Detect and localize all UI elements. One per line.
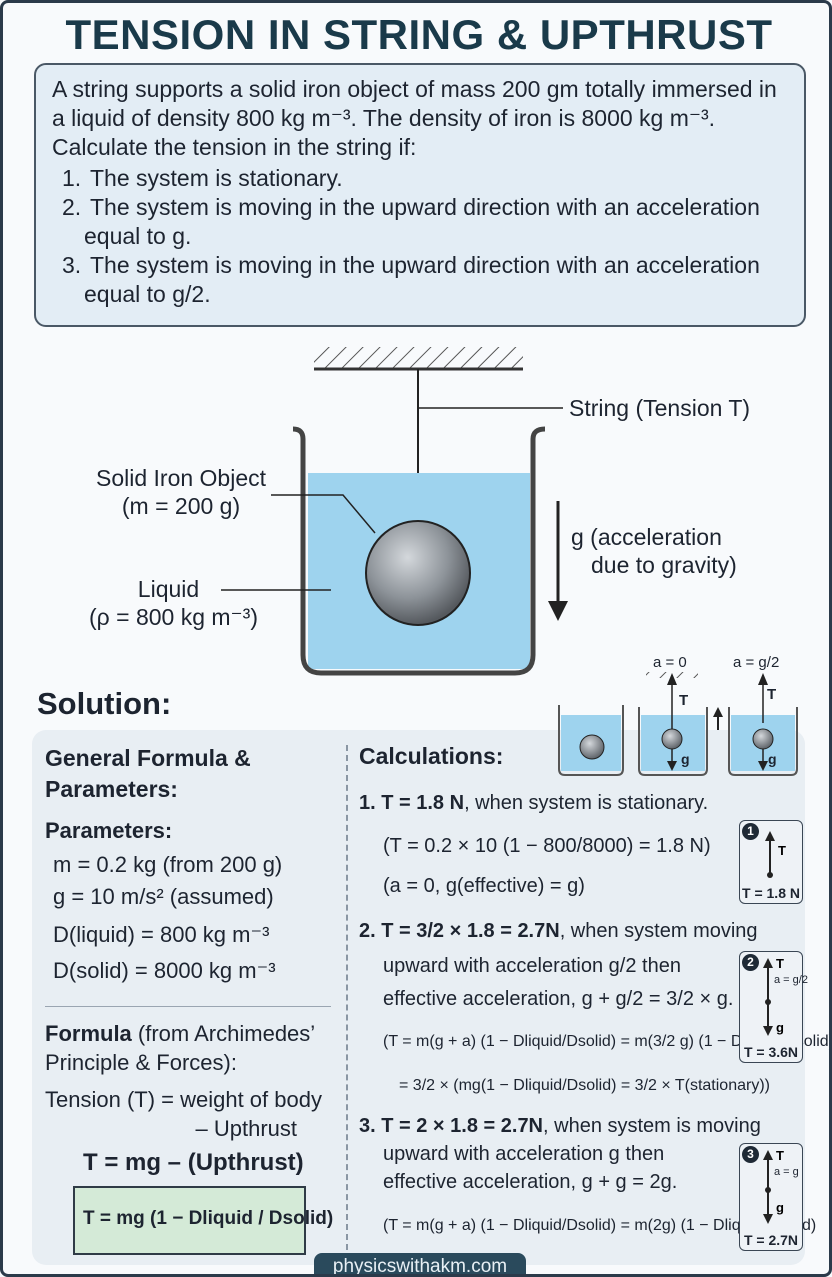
mini-tension-label: T xyxy=(679,692,689,709)
calc-1-condition: , when system is stationary. xyxy=(464,792,709,814)
calc-2-equation-2: = 3/2 × (mg(1 − Dliquid/Dsolid) = 3/2 × … xyxy=(399,1077,770,1094)
item-text: The system is moving in the upward direc… xyxy=(84,194,760,249)
calc-2-equation-1: (T = m(g + a) (1 − Dliquid/Dsolid) = m(3… xyxy=(383,1033,832,1050)
solution-panel xyxy=(32,730,805,1265)
badge-number: 2 xyxy=(742,954,759,971)
mini-gravity-label: g xyxy=(681,751,690,767)
mini-gravity-label: g xyxy=(768,751,777,767)
calc-3-line-2: upward with acceleration g then xyxy=(383,1143,665,1165)
calc-3-equation: (T = m(g + a) (1 − Dliquid/Dsolid) = m(2… xyxy=(383,1217,817,1234)
result-badge-3: 3 T g a = g T = 2.7N xyxy=(739,1143,803,1251)
mini-diagrams-overlay xyxy=(558,723,798,776)
tension-definition-line: Tension (T) = weight of body xyxy=(45,1087,322,1112)
problem-list: 1. The system is stationary. 2. The syst… xyxy=(52,164,788,309)
gravity-label: g (acceleration due to gravity) xyxy=(571,523,737,579)
setup-diagram xyxy=(221,347,798,733)
badge-caption: T = 3.6N xyxy=(743,1044,799,1060)
calc-1-line: 1. T = 1.8 N, when system is stationary. xyxy=(359,790,708,816)
iron-ball xyxy=(365,520,471,626)
calc-3-condition: , when system is moving xyxy=(543,1115,761,1137)
boxed-formula: T = mg (1 − Dliquid / Dsolid) xyxy=(73,1186,333,1255)
problem-item: 2. The system is moving in the upward di… xyxy=(52,193,788,251)
calc-1-result: 1. T = 1.8 N xyxy=(359,792,465,814)
object-label: Solid Iron Object (m = 200 g) xyxy=(81,464,281,520)
string-label: String (Tension T) xyxy=(569,395,751,421)
badge-acceleration: a = g/2 xyxy=(774,974,808,986)
column-divider xyxy=(346,745,348,1250)
calc-2-line: 2. T = 3/2 × 1.8 = 2.7N, when system mov… xyxy=(359,918,758,944)
object-label-line: (m = 200 g) xyxy=(121,493,241,519)
beaker xyxy=(292,426,546,676)
problem-item: 1. The system is stationary. xyxy=(52,164,788,193)
formula-heading-rest: (from Archimedes’ Principle & Forces): xyxy=(45,1021,315,1075)
solution-heading: Solution: xyxy=(37,686,172,721)
boxed-formula-text: T = mg (1 − Dliquid / Dsolid) xyxy=(83,1208,334,1229)
formula-heading: Formula (from Archimedes’ Principle & Fo… xyxy=(45,1019,341,1077)
ceiling-support xyxy=(314,347,523,369)
badge-caption: T = 2.7N xyxy=(743,1232,799,1248)
gravity-label-line: due to gravity) xyxy=(591,552,737,578)
tension-definition-line: – Upthrust xyxy=(195,1116,298,1141)
item-text: The system is stationary. xyxy=(89,165,343,191)
footer-site-link[interactable]: physicswithakm.com xyxy=(314,1253,526,1274)
item-text: The system is moving in the upward direc… xyxy=(84,252,760,307)
calc-2-result: 2. T = 3/2 × 1.8 = 2.7N xyxy=(359,920,560,942)
badge-number: 3 xyxy=(742,1146,759,1163)
left-divider xyxy=(45,1006,331,1007)
force-arrow-icon: T xyxy=(765,831,786,878)
liquid-label-line: (ρ = 800 kg m⁻³) xyxy=(88,604,259,630)
calc-1-note: (a = 0, g(effective) = g) xyxy=(383,875,585,897)
param-density-liquid: D(liquid) = 800 kg m⁻³ xyxy=(53,922,270,947)
badge-number: 1 xyxy=(742,823,759,840)
calc-3-result: 3. T = 2 × 1.8 = 2.7N xyxy=(359,1115,544,1137)
formula-heading-bold: Formula xyxy=(45,1021,132,1046)
force-arrows-icon: T g xyxy=(763,956,784,1036)
tension-short-formula: T = mg – (Upthrust) xyxy=(83,1149,304,1176)
gravity-label-line: g (acceleration xyxy=(571,524,722,550)
calc-3-line-3: effective acceleration, g + g = 2g. xyxy=(383,1171,678,1193)
liquid-label: Liquid (ρ = 800 kg m⁻³) xyxy=(81,575,266,631)
calc-2-line-3: effective acceleration, g + g/2 = 3/2 × … xyxy=(383,988,734,1010)
mini-tension-label: T xyxy=(767,686,777,703)
badge-caption: T = 1.8 N xyxy=(742,885,800,901)
svg-text:T: T xyxy=(776,956,784,971)
force-arrows-icon: T g xyxy=(763,1148,784,1224)
mini-label-ag2: a = g/2 xyxy=(733,654,780,671)
badge-acceleration: a = g xyxy=(774,1166,799,1178)
tension-definition: Tension (T) = weight of body – Upthrust xyxy=(45,1085,341,1143)
general-formula-heading: General Formula & Parameters: xyxy=(45,745,251,802)
item-number: 1. xyxy=(62,165,82,191)
svg-text:T: T xyxy=(778,843,786,858)
problem-statement: A string supports a solid iron object of… xyxy=(52,76,777,160)
svg-text:g: g xyxy=(776,1200,784,1215)
result-badge-2: 2 T g a = g/2 T = 3.6N xyxy=(739,951,808,1063)
svg-text:g: g xyxy=(776,1020,784,1035)
svg-text:T: T xyxy=(776,1148,784,1163)
parameters-heading: Parameters: xyxy=(45,818,173,843)
param-density-solid: D(solid) = 8000 kg m⁻³ xyxy=(53,958,276,983)
object-label-line: Solid Iron Object xyxy=(95,465,267,491)
calc-2-condition: , when system moving xyxy=(559,920,758,942)
problem-box: A string supports a solid iron object of… xyxy=(34,63,806,327)
calc-3-line: 3. T = 2 × 1.8 = 2.7N, when system is mo… xyxy=(359,1113,761,1139)
calc-2-line-2: upward with acceleration g/2 then xyxy=(383,955,681,977)
item-number: 2. xyxy=(62,194,82,220)
item-number: 3. xyxy=(62,252,82,278)
page-title: TENSION IN STRING & UPTHRUST xyxy=(65,11,773,58)
result-badge-1: 1 T T = 1.8 N xyxy=(739,820,803,904)
problem-item: 3. The system is moving in the upward di… xyxy=(52,251,788,309)
liquid-label-line: Liquid xyxy=(137,576,200,602)
param-mass: m = 0.2 kg (from 200 g) xyxy=(53,852,283,877)
calculations-heading: Calculations: xyxy=(359,743,504,769)
param-gravity: g = 10 m/s² (assumed) xyxy=(53,884,274,909)
calc-1-equation: (T = 0.2 × 10 (1 − 800/8000) = 1.8 N) xyxy=(383,835,711,857)
mini-label-a0: a = 0 xyxy=(653,654,687,671)
